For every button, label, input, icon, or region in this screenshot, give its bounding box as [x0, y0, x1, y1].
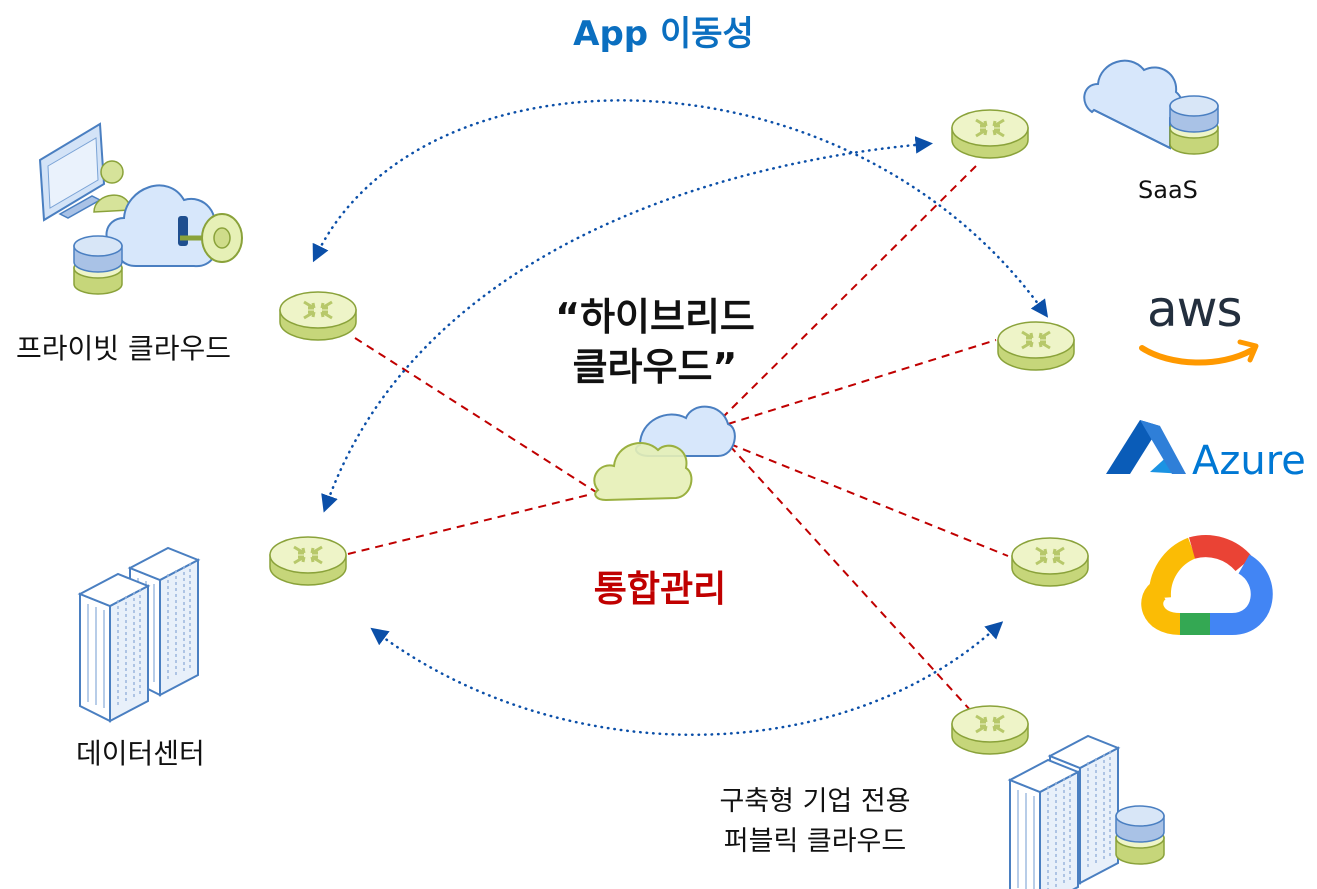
saas-label: SaaS [1138, 176, 1198, 204]
private-cloud-label: 프라이빗 클라우드 [16, 332, 231, 365]
router-aws-icon [996, 320, 1076, 372]
app-mobility-arcs [312, 99, 1049, 736]
aws-logo-text: aws [1147, 280, 1243, 338]
data-center-label: 데이터센터 [76, 737, 205, 770]
router-saas-icon [950, 108, 1030, 160]
private-cloud-icon [38, 122, 243, 295]
app-mobility-title: App 이동성 [573, 14, 754, 54]
integrated-management-label: 통합관리 [593, 569, 727, 610]
router-gcp-icon [1010, 536, 1090, 588]
google-cloud-logo-icon [1141, 535, 1273, 635]
aws-logo [1139, 339, 1259, 366]
hybrid-cloud-icon [593, 405, 736, 502]
builtin-public-cloud-label-line2: 퍼블릭 클라우드 [723, 826, 907, 857]
saas-cloud-icon [1083, 59, 1219, 155]
hybrid-cloud-title-line2: 클라우드” [572, 345, 738, 389]
hybrid-cloud-title: “하이브리드 클라우드” [530, 292, 780, 392]
builtin-public-cloud-server-icon [1009, 735, 1165, 889]
azure-logo-icon [1106, 420, 1186, 474]
builtin-public-cloud-label-line1: 구축형 기업 전용 [719, 786, 911, 817]
hybrid-cloud-title-line1: “하이브리드 [555, 295, 755, 339]
datacenter-server-icon [79, 547, 199, 722]
router-builtin-icon [950, 704, 1030, 756]
router-datacenter-icon [268, 535, 348, 587]
builtin-public-cloud-label: 구축형 기업 전용 퍼블릭 클라우드 [660, 782, 970, 862]
router-private-icon [278, 290, 358, 342]
azure-logo-text: Azure [1192, 438, 1306, 484]
